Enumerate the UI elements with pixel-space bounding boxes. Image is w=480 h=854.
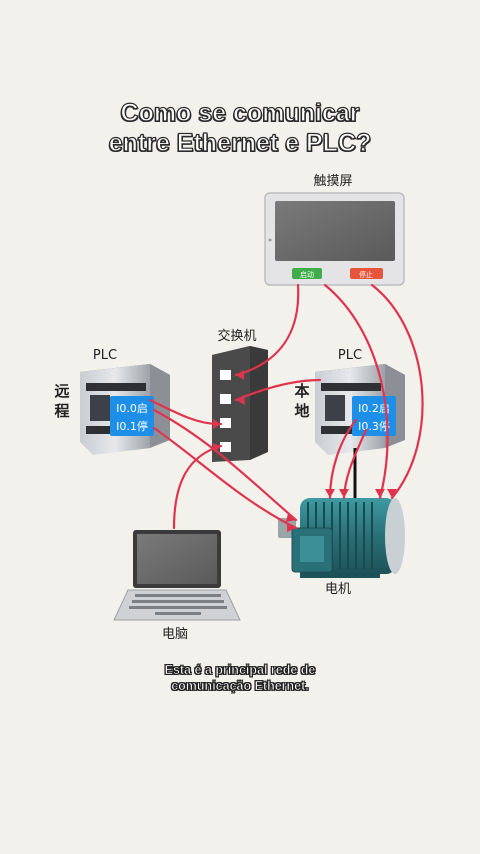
motor	[278, 498, 405, 578]
wire-arrows	[212, 370, 397, 532]
computer-label: 电脑	[162, 627, 188, 642]
start-button-shape	[292, 268, 322, 279]
wire-hmi-switch	[234, 283, 300, 377]
local-label-1: 本	[294, 382, 309, 400]
switch-port	[220, 442, 231, 452]
remote-label-1: 远	[54, 382, 69, 400]
plc-right-label: PLC	[338, 348, 362, 363]
io-left-1: I0.0启	[116, 402, 148, 415]
title-line-1: Como se comunicar	[120, 98, 360, 127]
wire-hmi-motor-1	[323, 283, 389, 500]
wire-hmi-motor-2	[370, 283, 424, 500]
io-left-2: I0.1停	[116, 419, 148, 433]
switch-port	[220, 418, 231, 428]
io-right-2: I0.3停	[358, 419, 390, 433]
local-label-2: 地	[294, 402, 309, 420]
laptop	[113, 530, 241, 621]
caption-line-1: Esta é a principal rede de	[164, 663, 316, 678]
wire-laptop-switch	[172, 444, 223, 530]
ethernet-switch	[212, 346, 268, 462]
wire-io-left-motor-2	[152, 426, 298, 530]
network-wires	[148, 283, 424, 530]
switch-label: 交换机	[217, 328, 256, 344]
remote-label-2: 程	[54, 402, 69, 420]
title-line-2: entre Ethernet e PLC?	[108, 128, 372, 157]
motor-label: 电机	[325, 582, 351, 597]
io-box-left	[110, 396, 154, 436]
switch-port	[220, 370, 231, 380]
wire-io-left-motor-1	[152, 408, 298, 522]
io-right-1: I0.2启	[358, 402, 390, 415]
caption-line-2: comunicação Ethernet.	[171, 679, 309, 694]
plc-left-label: PLC	[93, 348, 117, 363]
touchscreen-label: 触摸屏	[313, 174, 352, 189]
touchscreen-hmi: 启动 停止	[264, 192, 405, 286]
switch-port	[220, 394, 231, 404]
hmi-start-label: 启动	[300, 270, 314, 279]
hmi-stop-label: 停止	[359, 270, 373, 279]
stop-button-shape	[350, 268, 383, 279]
